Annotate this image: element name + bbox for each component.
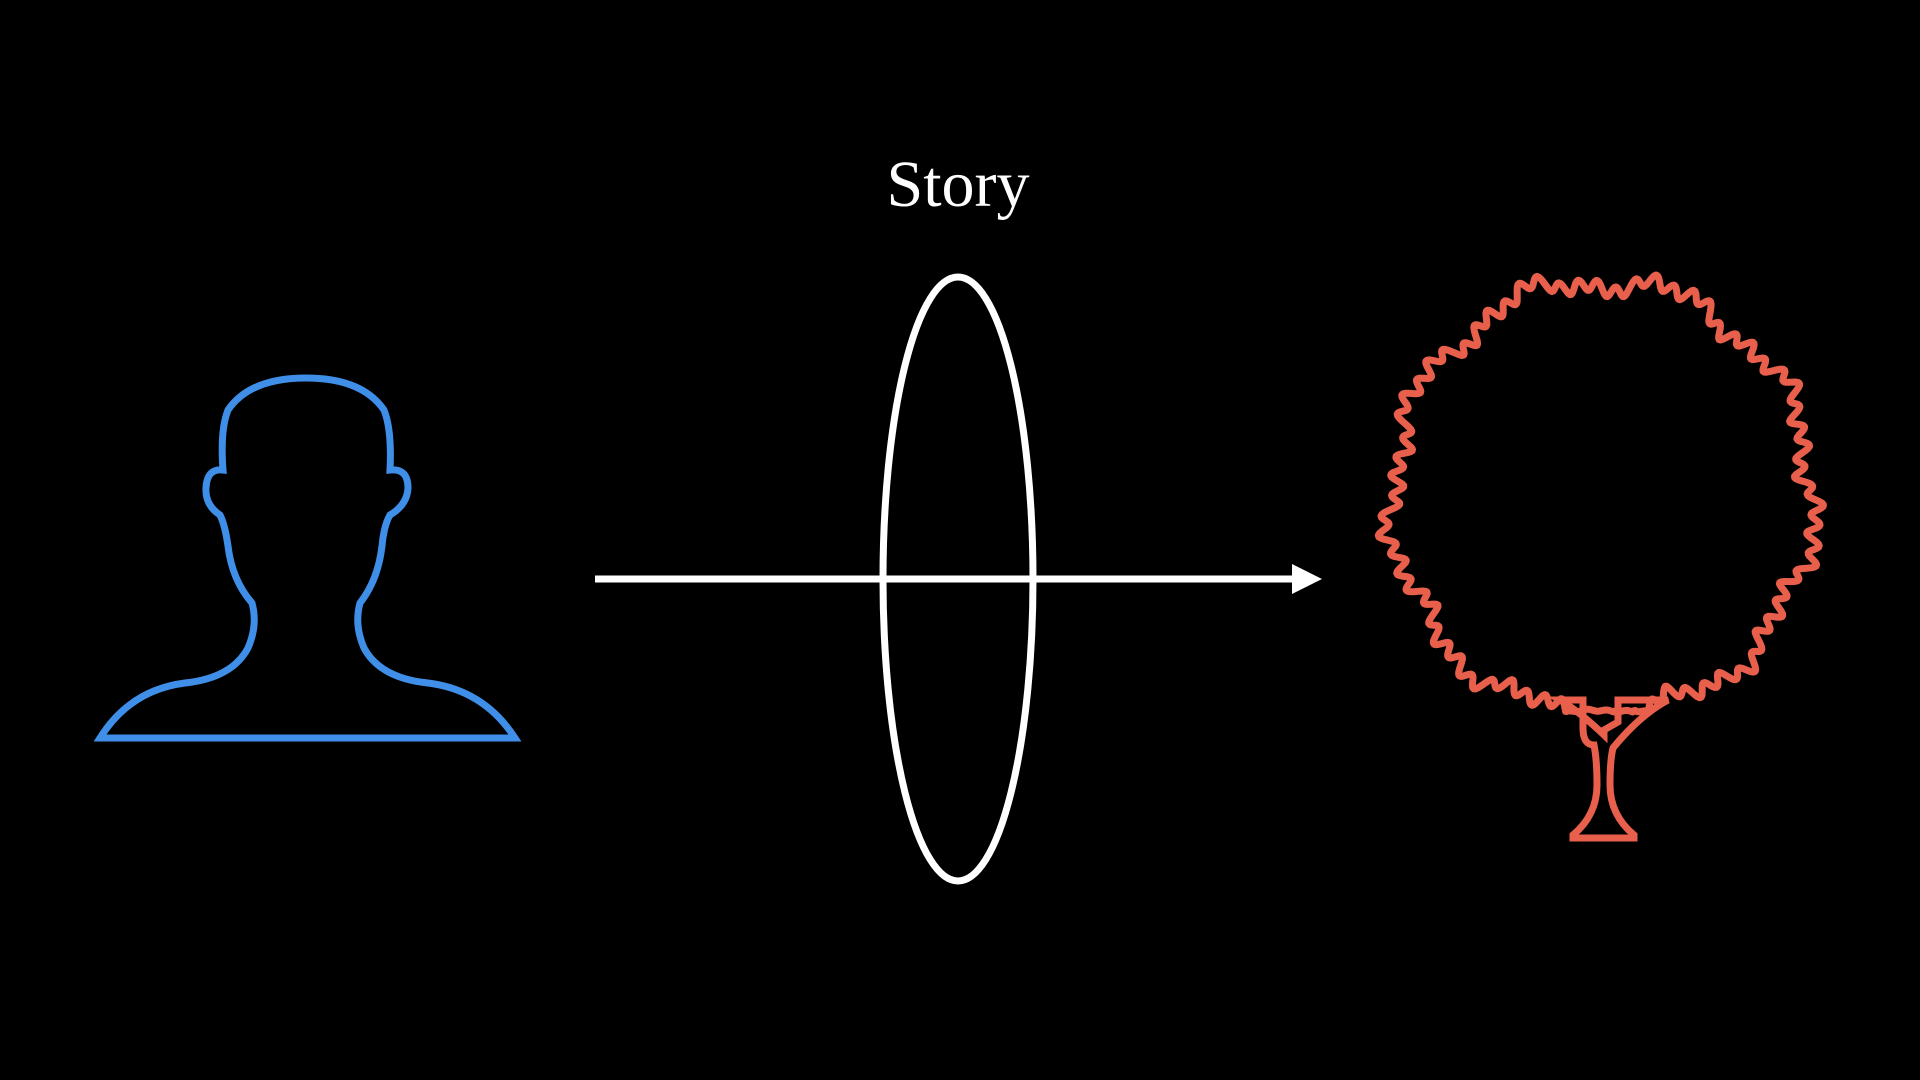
- tree-trunk-outline: [1547, 696, 1670, 842]
- person-silhouette-icon: [93, 374, 522, 742]
- lens-ellipse: [879, 273, 1037, 885]
- tree-icon: [1374, 271, 1827, 842]
- lens-label: Story: [886, 148, 1029, 221]
- person-head-outline: [93, 374, 522, 742]
- tree-crown-outline: [1374, 271, 1827, 716]
- arrow-right-icon: [595, 564, 1322, 594]
- arrow-head: [1292, 564, 1322, 594]
